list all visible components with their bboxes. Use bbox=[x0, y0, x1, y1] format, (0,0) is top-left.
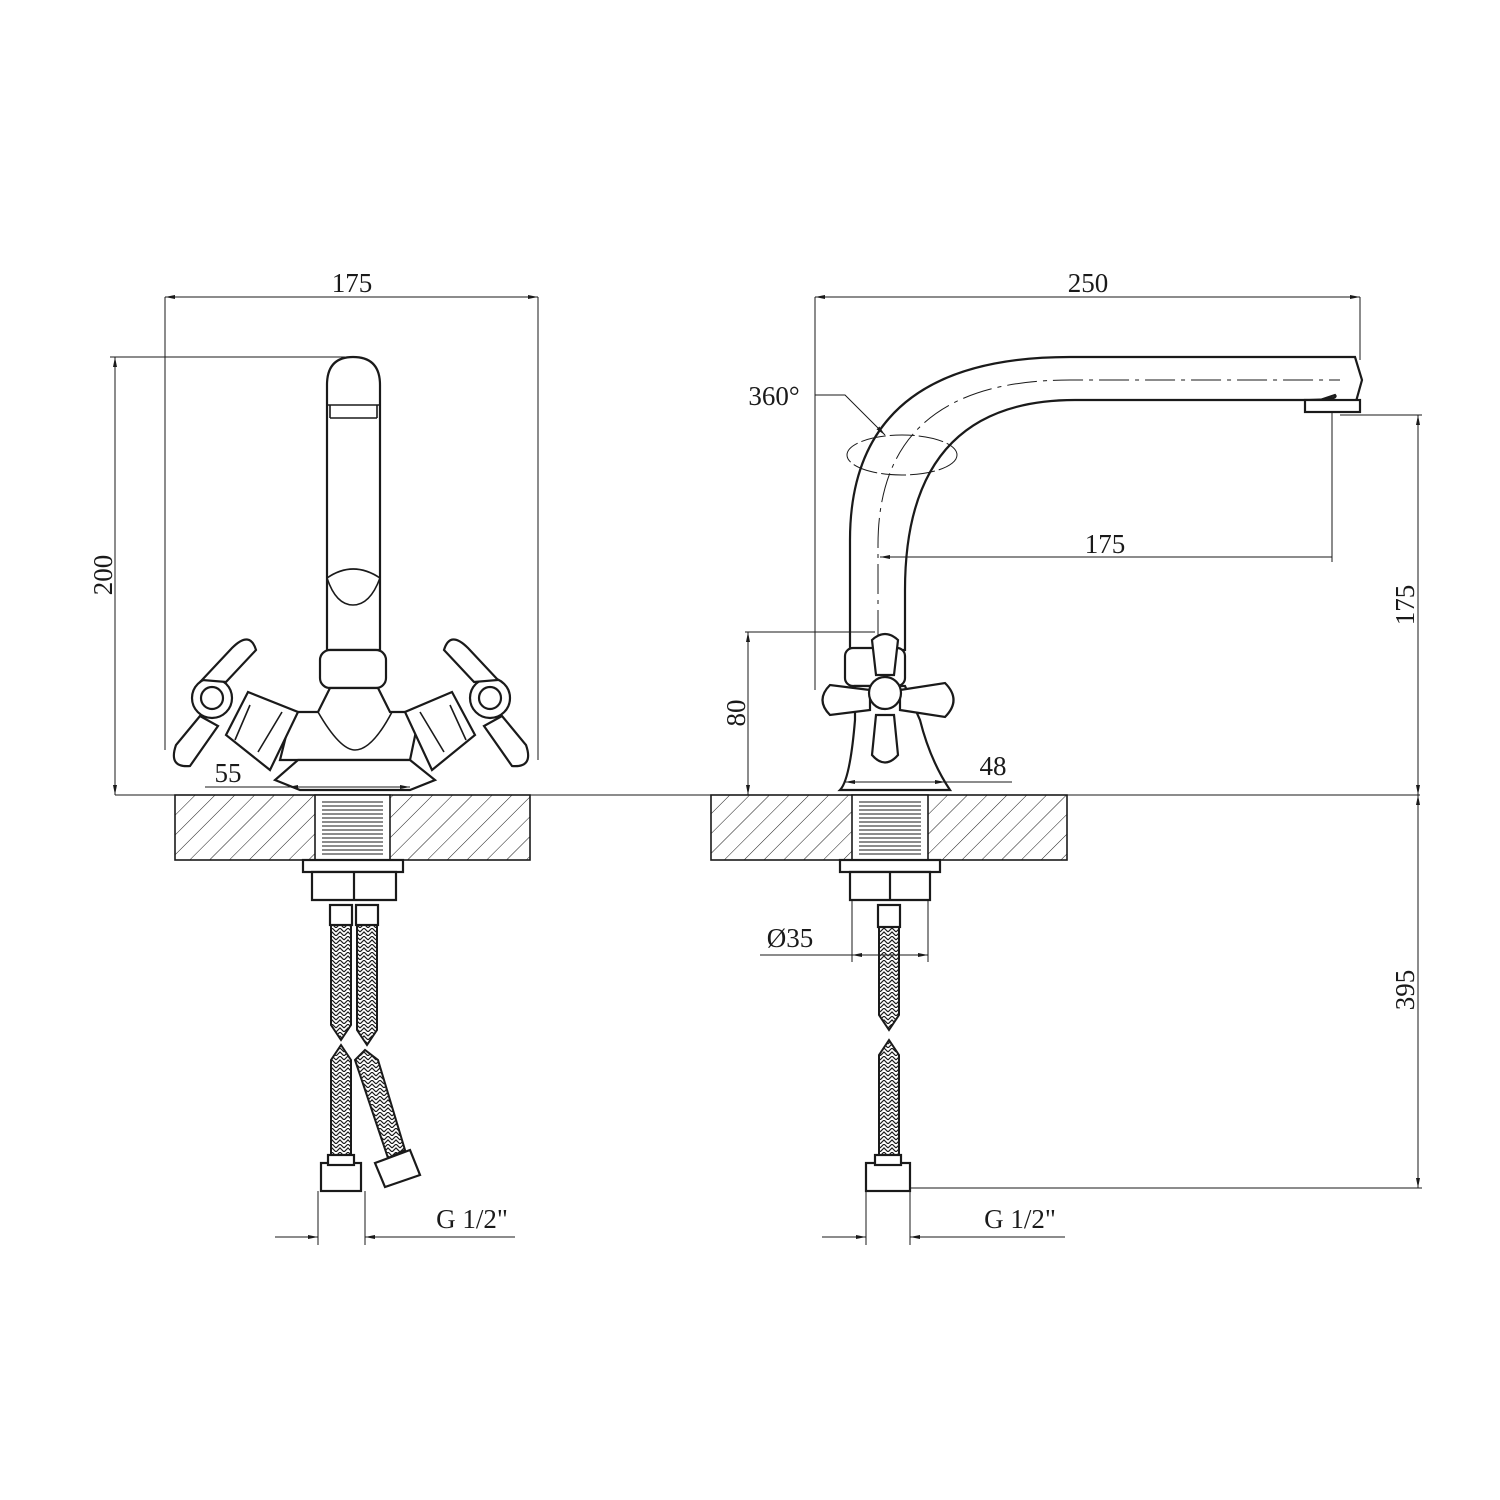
dimension-spout-height: 175 bbox=[1340, 414, 1422, 795]
dimension-front-width: 175 bbox=[164, 268, 539, 760]
side-hose-upper bbox=[878, 926, 900, 1032]
svg-text:175: 175 bbox=[332, 268, 373, 298]
right-cross-handle bbox=[442, 638, 530, 768]
side-spout bbox=[848, 355, 1364, 652]
dimension-mount: 55 bbox=[205, 758, 410, 789]
svg-text:G 1/2": G 1/2" bbox=[984, 1204, 1056, 1234]
dimension-reach: 250 bbox=[814, 268, 1361, 690]
svg-text:80: 80 bbox=[721, 700, 751, 727]
svg-text:48: 48 bbox=[980, 751, 1007, 781]
left-hose-upper bbox=[330, 924, 352, 1042]
dimension-spout-reach: 175 bbox=[880, 412, 1333, 562]
svg-text:395: 395 bbox=[1390, 970, 1420, 1011]
dimension-hole: Ø35 bbox=[760, 900, 929, 962]
svg-text:175: 175 bbox=[1390, 585, 1420, 626]
svg-text:175: 175 bbox=[1085, 529, 1126, 559]
front-view: 175 200 55 G 1/2" bbox=[88, 268, 539, 1245]
rotation-callout: 360° bbox=[748, 381, 886, 436]
dimension-handle-height: 80 bbox=[721, 631, 875, 795]
left-cross-handle bbox=[172, 638, 258, 768]
svg-text:G 1/2": G 1/2" bbox=[436, 1204, 508, 1234]
dimension-hose-length: 395 bbox=[910, 795, 1422, 1189]
side-view: 250 360° 175 175 80 48 bbox=[710, 268, 1422, 1245]
side-cross-handle bbox=[821, 632, 955, 764]
svg-text:55: 55 bbox=[215, 758, 242, 788]
front-spout bbox=[325, 355, 382, 652]
svg-text:200: 200 bbox=[88, 555, 118, 596]
svg-text:250: 250 bbox=[1068, 268, 1109, 298]
svg-text:360°: 360° bbox=[748, 381, 799, 411]
mounting-thread bbox=[322, 800, 383, 855]
dimension-base: 48 bbox=[845, 751, 1012, 784]
dimension-front-connector: G 1/2" bbox=[275, 1191, 515, 1245]
dimension-front-height: 200 bbox=[88, 356, 345, 795]
dimension-side-connector: G 1/2" bbox=[822, 1191, 1065, 1245]
svg-text:Ø35: Ø35 bbox=[767, 923, 814, 953]
mounting-thread bbox=[859, 800, 921, 855]
